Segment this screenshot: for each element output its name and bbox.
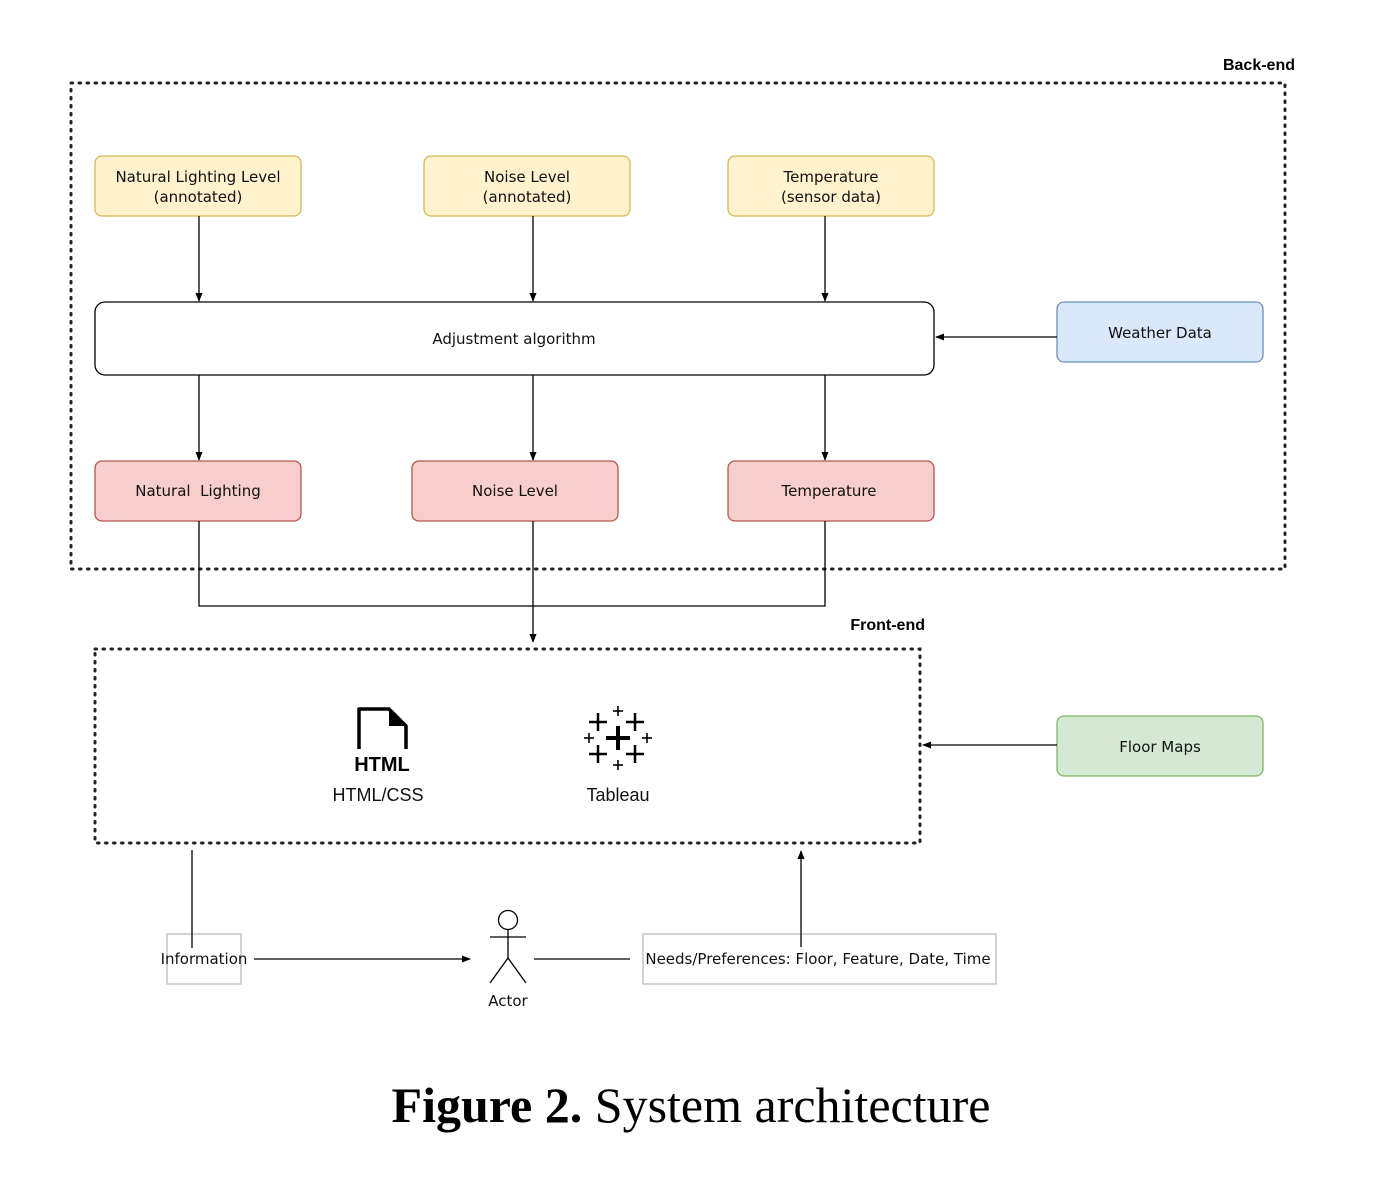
adjustment-algorithm-box: Adjustment algorithm bbox=[94, 301, 935, 376]
frontend-container bbox=[93, 647, 922, 845]
connector-outputs-merge bbox=[198, 521, 826, 607]
weather-data-box: Weather Data bbox=[1056, 301, 1264, 363]
information-box: Information bbox=[161, 850, 248, 985]
frontend-title: Front-end bbox=[850, 617, 925, 634]
backend-title: Back-end bbox=[1223, 57, 1295, 74]
input-box-temperature: Temperature (sensor data) bbox=[727, 155, 935, 217]
needs-preferences-box: Needs/Preferences: Floor, Feature, Date,… bbox=[642, 933, 997, 985]
caption-text: System architecture bbox=[582, 1077, 991, 1133]
actor-label: Actor bbox=[488, 992, 528, 1010]
information-label: Information bbox=[161, 950, 248, 968]
weather-label: Weather Data bbox=[1108, 324, 1212, 342]
input-label: Natural Lighting Level bbox=[115, 168, 280, 186]
floor-maps-label: Floor Maps bbox=[1119, 738, 1201, 756]
html-file-icon: HTML bbox=[354, 707, 410, 776]
html-css-label: HTML/CSS bbox=[332, 785, 423, 805]
output-label: Temperature bbox=[780, 482, 876, 500]
needs-preferences-label: Needs/Preferences: Floor, Feature, Date,… bbox=[645, 950, 990, 968]
backend-container bbox=[69, 81, 1287, 571]
html-icon-text: HTML bbox=[354, 754, 410, 776]
caption-label: Figure 2. bbox=[391, 1077, 583, 1133]
input-box-natural-lighting-level: Natural Lighting Level (annotated) bbox=[94, 155, 302, 217]
floor-maps-box: Floor Maps bbox=[1056, 715, 1264, 777]
input-label: Noise Level bbox=[484, 168, 570, 186]
input-sublabel: (annotated) bbox=[154, 188, 243, 206]
algorithm-label: Adjustment algorithm bbox=[432, 330, 595, 348]
output-label: Natural Lighting bbox=[135, 482, 261, 500]
actor-figure bbox=[489, 909, 527, 984]
output-box-temperature: Temperature bbox=[727, 460, 935, 522]
output-box-noise-level: Noise Level bbox=[411, 460, 619, 522]
input-box-noise-level: Noise Level (annotated) bbox=[423, 155, 631, 217]
tableau-label: Tableau bbox=[586, 785, 649, 805]
figure-caption: Figure 2. System architecture bbox=[0, 1076, 1382, 1134]
input-sublabel: (sensor data) bbox=[781, 188, 881, 206]
input-sublabel: (annotated) bbox=[483, 188, 572, 206]
input-label: Temperature bbox=[782, 168, 878, 186]
output-label: Noise Level bbox=[472, 482, 558, 500]
output-box-natural-lighting: Natural Lighting bbox=[94, 460, 302, 522]
tableau-logo-icon bbox=[584, 706, 652, 770]
